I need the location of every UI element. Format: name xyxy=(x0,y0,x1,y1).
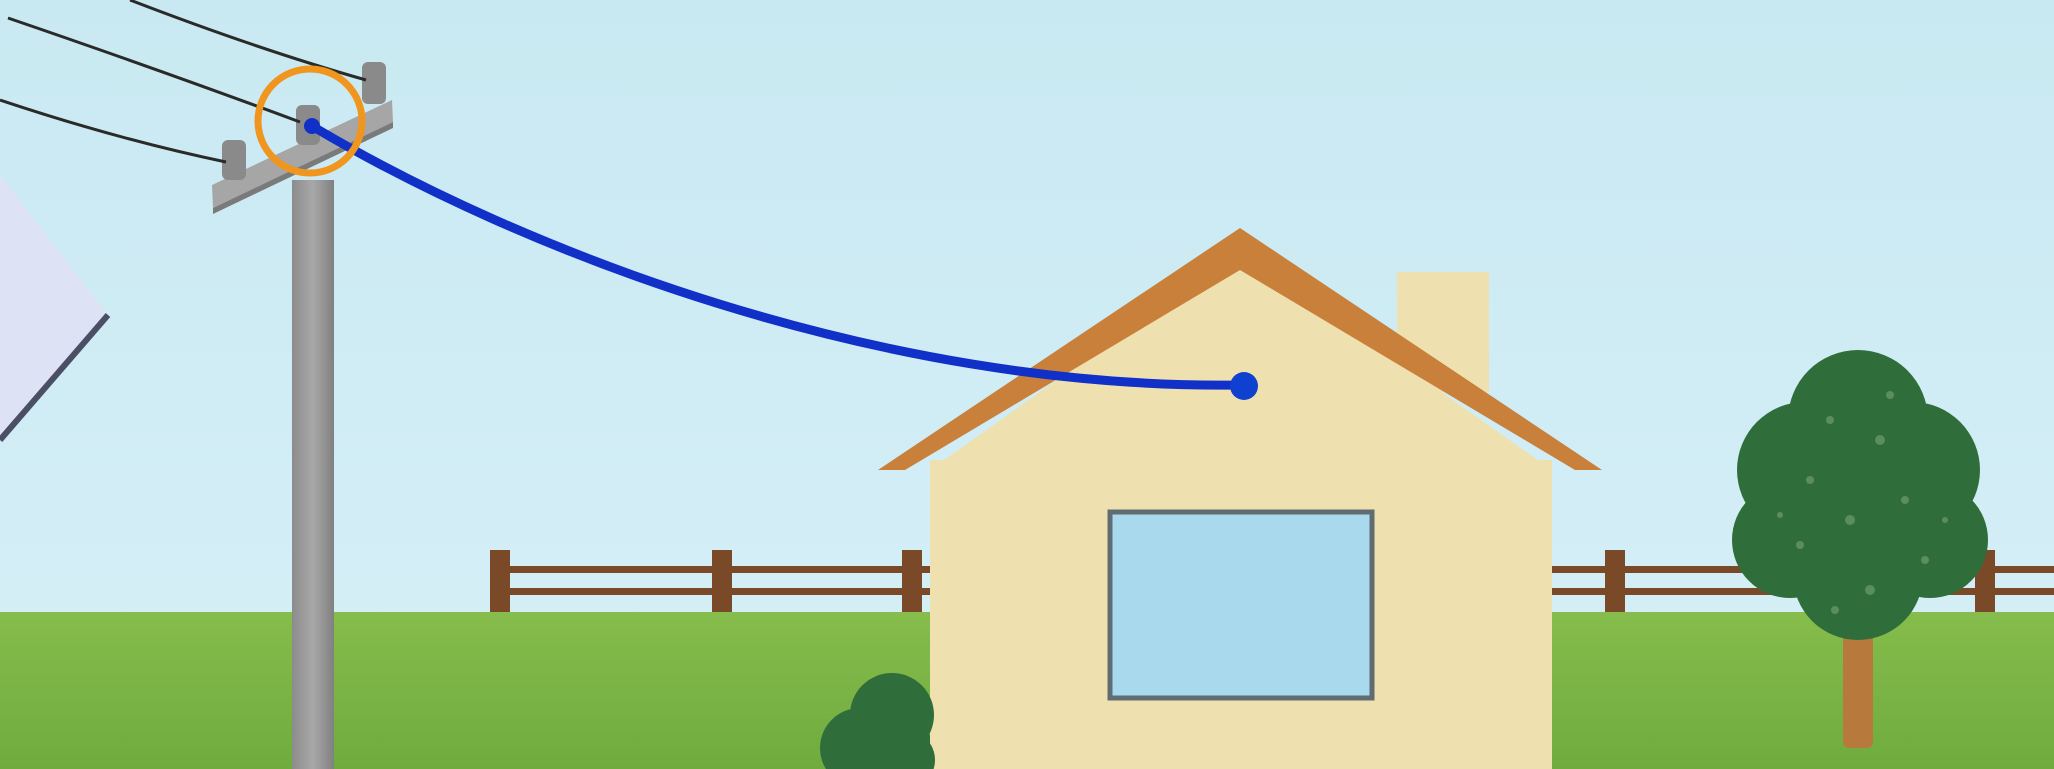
pole-shaft xyxy=(292,180,334,769)
house-window xyxy=(1110,512,1372,698)
service-drop-pole-anchor xyxy=(304,118,320,134)
service-drop-house-anchor xyxy=(1230,372,1258,400)
